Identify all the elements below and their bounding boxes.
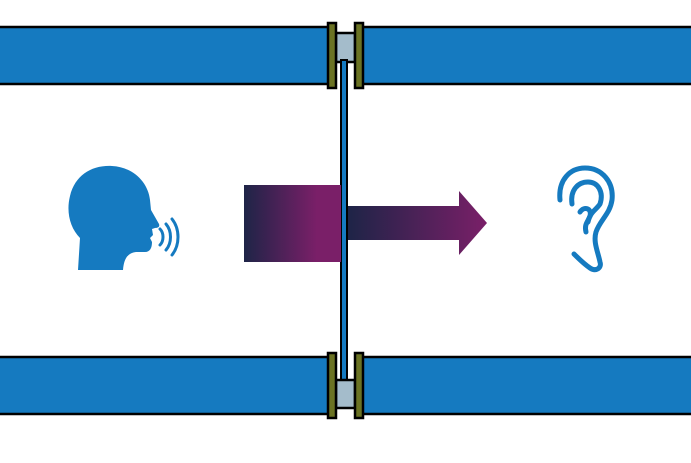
top-right-pipe: [359, 25, 691, 86]
bottom-left-pipe: [0, 355, 332, 416]
bottom-right-flange: [353, 351, 365, 420]
bottom-right-pipe: [359, 355, 691, 416]
partition-panel: [340, 59, 348, 383]
ear-icon: [557, 165, 615, 273]
bottom-left-flange: [326, 351, 338, 420]
transmitted-sound-arrow: [348, 191, 487, 255]
top-left-pipe: [0, 25, 332, 86]
speaking-head-icon: [68, 165, 180, 270]
incident-sound-block: [244, 185, 341, 262]
bottom-pipe-assembly: [0, 351, 691, 420]
top-spacer: [334, 31, 357, 64]
top-left-flange: [326, 21, 338, 90]
top-pipe-assembly: [0, 21, 691, 90]
top-right-flange: [353, 21, 365, 90]
bottom-spacer: [334, 378, 357, 410]
